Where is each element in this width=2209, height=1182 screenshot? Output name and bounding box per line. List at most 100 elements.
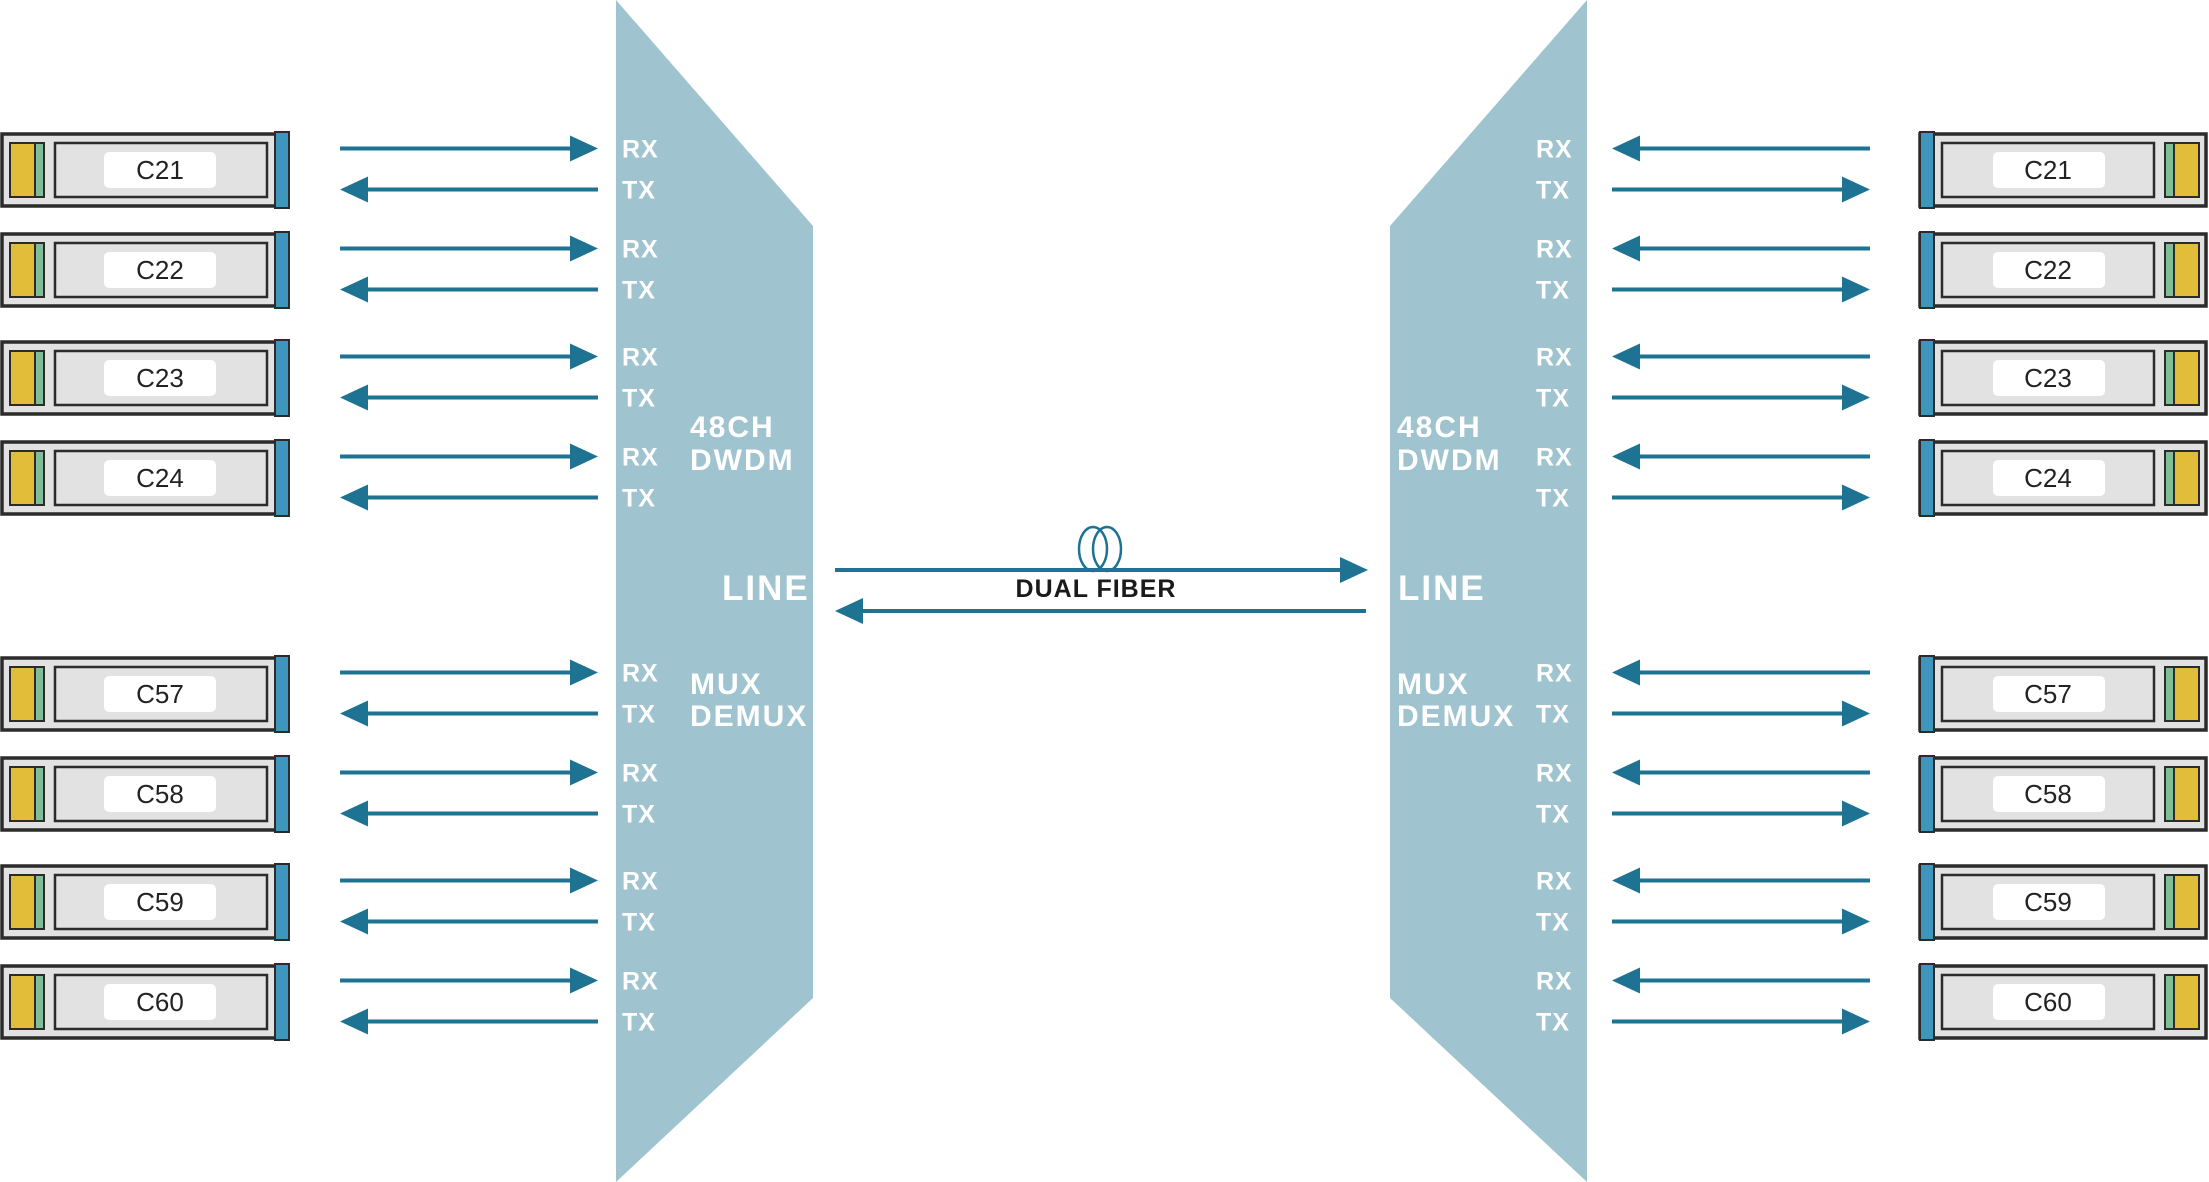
mux-left-subtitle-line1: MUX xyxy=(690,668,763,701)
channel-label-plate xyxy=(104,360,216,396)
arrow-from-tx-head xyxy=(1842,908,1870,935)
channel-label: C58 xyxy=(136,779,184,809)
arrow-from-tx-head xyxy=(340,384,368,411)
rx-port-label: RX xyxy=(622,236,659,264)
latch-yellow xyxy=(2173,666,2200,722)
latch-green xyxy=(2164,974,2175,1030)
rx-port-label: RX xyxy=(1536,660,1573,688)
arrow-to-rx-head xyxy=(570,967,598,994)
channel-label-plate xyxy=(1993,676,2105,712)
rx-port-label: RX xyxy=(1536,136,1573,164)
latch-green xyxy=(34,350,45,406)
edge-connector xyxy=(1919,131,1935,209)
tx-port-label: TX xyxy=(622,177,656,205)
latch-yellow xyxy=(9,142,36,198)
edge-connector xyxy=(274,963,290,1041)
fiber-arrowhead-right xyxy=(1340,557,1368,583)
transceiver-row-right-C23: C23 RX TX xyxy=(1536,339,2208,417)
arrow-from-tx-head xyxy=(340,276,368,303)
channel-label: C58 xyxy=(2024,779,2072,809)
arrow-to-rx-head xyxy=(1612,967,1640,994)
edge-connector xyxy=(274,655,290,733)
arrow-to-rx-head xyxy=(570,659,598,686)
latch-green xyxy=(34,242,45,298)
tx-port-label: TX xyxy=(1536,385,1570,413)
edge-connector xyxy=(1919,339,1935,417)
tx-port-label: TX xyxy=(1536,801,1570,829)
arrow-from-tx-head xyxy=(1842,1008,1870,1035)
latch-green xyxy=(34,874,45,930)
latch-yellow xyxy=(2173,874,2200,930)
edge-connector xyxy=(274,231,290,309)
mux-left-line-label: LINE xyxy=(722,569,810,608)
latch-yellow xyxy=(9,666,36,722)
arrow-to-rx-head xyxy=(570,235,598,262)
arrow-from-tx-head xyxy=(340,176,368,203)
tx-port-label: TX xyxy=(622,701,656,729)
mux-right-block xyxy=(1390,0,1587,1182)
rx-port-label: RX xyxy=(1536,444,1573,472)
mux-right-subtitle-line1: MUX xyxy=(1397,668,1470,701)
arrow-from-tx-head xyxy=(1842,384,1870,411)
rx-port-label: RX xyxy=(622,760,659,788)
tx-port-label: TX xyxy=(622,909,656,937)
rx-port-label: RX xyxy=(1536,968,1573,996)
latch-green xyxy=(2164,766,2175,822)
edge-connector xyxy=(1919,755,1935,833)
latch-yellow xyxy=(9,350,36,406)
edge-connector xyxy=(1919,231,1935,309)
mux-right-line-label: LINE xyxy=(1398,569,1486,608)
rx-port-label: RX xyxy=(1536,344,1573,372)
latch-green xyxy=(2164,666,2175,722)
arrow-to-rx-head xyxy=(570,759,598,786)
channel-label-plate xyxy=(1993,360,2105,396)
arrow-to-rx-head xyxy=(570,867,598,894)
arrow-to-rx-head xyxy=(570,135,598,162)
channel-label-plate xyxy=(1993,252,2105,288)
tx-port-label: TX xyxy=(1536,177,1570,205)
channel-label: C23 xyxy=(136,363,184,393)
arrow-from-tx-head xyxy=(1842,700,1870,727)
latch-yellow xyxy=(2173,242,2200,298)
channel-label-plate xyxy=(104,984,216,1020)
arrow-to-rx-head xyxy=(1612,659,1640,686)
latch-green xyxy=(2164,242,2175,298)
latch-yellow xyxy=(2173,450,2200,506)
edge-connector xyxy=(1919,963,1935,1041)
latch-green xyxy=(2164,142,2175,198)
channel-label-plate xyxy=(1993,884,2105,920)
latch-yellow xyxy=(9,450,36,506)
tx-port-label: TX xyxy=(1536,909,1570,937)
edge-connector xyxy=(1919,439,1935,517)
latch-yellow xyxy=(9,974,36,1030)
channel-label-plate xyxy=(104,460,216,496)
edge-connector xyxy=(1919,863,1935,941)
tx-port-label: TX xyxy=(622,385,656,413)
rx-port-label: RX xyxy=(1536,868,1573,896)
tx-port-label: TX xyxy=(1536,701,1570,729)
arrow-to-rx-head xyxy=(1612,867,1640,894)
channel-label-plate xyxy=(1993,460,2105,496)
latch-green xyxy=(2164,350,2175,406)
tx-port-label: TX xyxy=(622,801,656,829)
rx-port-label: RX xyxy=(622,660,659,688)
channel-label: C23 xyxy=(2024,363,2072,393)
channel-label: C21 xyxy=(2024,155,2072,185)
channel-label-plate xyxy=(104,884,216,920)
edge-connector xyxy=(274,863,290,941)
arrow-to-rx-head xyxy=(570,443,598,470)
channel-label-plate xyxy=(1993,776,2105,812)
latch-yellow xyxy=(9,766,36,822)
mux-left-title-line2: DWDM xyxy=(690,444,795,477)
latch-green xyxy=(2164,874,2175,930)
